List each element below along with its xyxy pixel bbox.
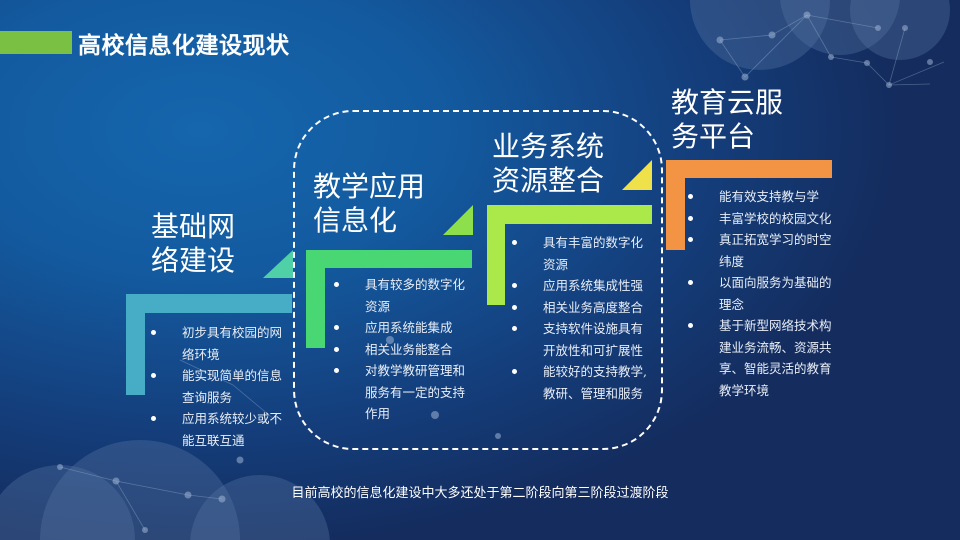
footer-summary: 目前高校的信息化建设中大多还处于第二阶段向第三阶段过渡阶段 (291, 486, 669, 501)
stage-2-bar-horizontal (306, 250, 472, 268)
bullet-dot-icon (512, 283, 517, 288)
bullet-dot-icon (688, 237, 693, 242)
bullet-dot-icon (334, 282, 339, 287)
bullet-item: 相关业务能整合 (334, 339, 490, 361)
bullet-item: 支持软件设施具有开放性和可扩展性 (512, 318, 668, 361)
bullet-dot-icon (512, 326, 517, 331)
stage-4-bullet-list: 能有效支持教与学 丰富学校的校园文化 真正拓宽学习的时空纬度 以面向服务为基础的… (688, 186, 854, 401)
stage-4-title: 教育云服 务平台 (671, 86, 784, 153)
bullet-item: 能有效支持教与学 (688, 186, 854, 208)
bullet-dot-icon (151, 330, 156, 335)
bullet-dot-icon (688, 323, 693, 328)
stage-4-bar-horizontal (666, 160, 832, 178)
bullet-item: 具有较多的数字化资源 (334, 274, 490, 317)
bullet-item: 真正拓宽学习的时空纬度 (688, 229, 854, 272)
stage-1-title: 基础网 络建设 (151, 210, 236, 277)
bullet-dot-icon (512, 240, 517, 245)
bullet-item: 丰富学校的校园文化 (688, 208, 854, 230)
stage-1-bar-horizontal (126, 294, 292, 313)
bullet-item: 以面向服务为基础的理念 (688, 272, 854, 315)
bullet-item: 应用系统较少或不能互联互通 (151, 408, 302, 451)
stage-2-title: 教学应用 信息化 (313, 170, 426, 237)
bullet-dot-icon (688, 215, 693, 221)
bullet-item: 能实现简单的信息查询服务 (151, 365, 302, 408)
transition-highlight-dashed-box (293, 110, 663, 450)
bullet-dot-icon (334, 368, 339, 373)
bullet-dot-icon (334, 325, 339, 330)
bullet-dot-icon (334, 346, 339, 352)
stage-3-bar-vertical (487, 205, 505, 305)
stage-2-triangle (443, 205, 473, 235)
page-title: 高校信息化建设现状 (78, 33, 290, 59)
stage-3-bullet-list: 具有丰富的数字化资源 应用系统集成性强 相关业务高度整合 支持软件设施具有开放性… (512, 232, 668, 404)
bullet-dot-icon (688, 194, 693, 199)
bullet-item: 相关业务高度整合 (512, 297, 668, 319)
bullet-item: 具有丰富的数字化资源 (512, 232, 668, 275)
bullet-item: 初步具有校园的网络环境 (151, 322, 302, 365)
stage-2-bullet-list: 具有较多的数字化资源 应用系统能集成 相关业务能整合 对教学教研管理和服务有一定… (334, 274, 490, 425)
bullet-dot-icon (151, 373, 156, 378)
stage-2-bar-vertical (306, 250, 325, 348)
stage-3-title: 业务系统 资源整合 (492, 130, 605, 197)
bullet-item: 能较好的支持教学,教研、管理和服务 (512, 361, 668, 404)
bullet-item: 基于新型网络技术构建业务流畅、资源共享、智能灵活的教育教学环境 (688, 315, 854, 401)
bullet-item: 对教学教研管理和服务有一定的支持作用 (334, 360, 490, 425)
bullet-dot-icon (151, 416, 156, 421)
stage-1-bar-vertical (126, 294, 145, 395)
stage-3-bar-horizontal (487, 205, 652, 224)
bullet-dot-icon (688, 280, 693, 285)
bullet-item: 应用系统集成性强 (512, 275, 668, 297)
stage-1-bullet-list: 初步具有校园的网络环境 能实现简单的信息查询服务 应用系统较少或不能互联互通 (151, 322, 302, 451)
bullet-dot-icon (512, 304, 517, 310)
bullet-dot-icon (512, 369, 517, 374)
bullet-item: 应用系统能集成 (334, 317, 490, 339)
title-accent-bar (0, 31, 72, 54)
stage-4-bar-vertical (666, 160, 685, 250)
stage-3-triangle (622, 160, 652, 190)
stage-1-triangle (263, 250, 293, 278)
